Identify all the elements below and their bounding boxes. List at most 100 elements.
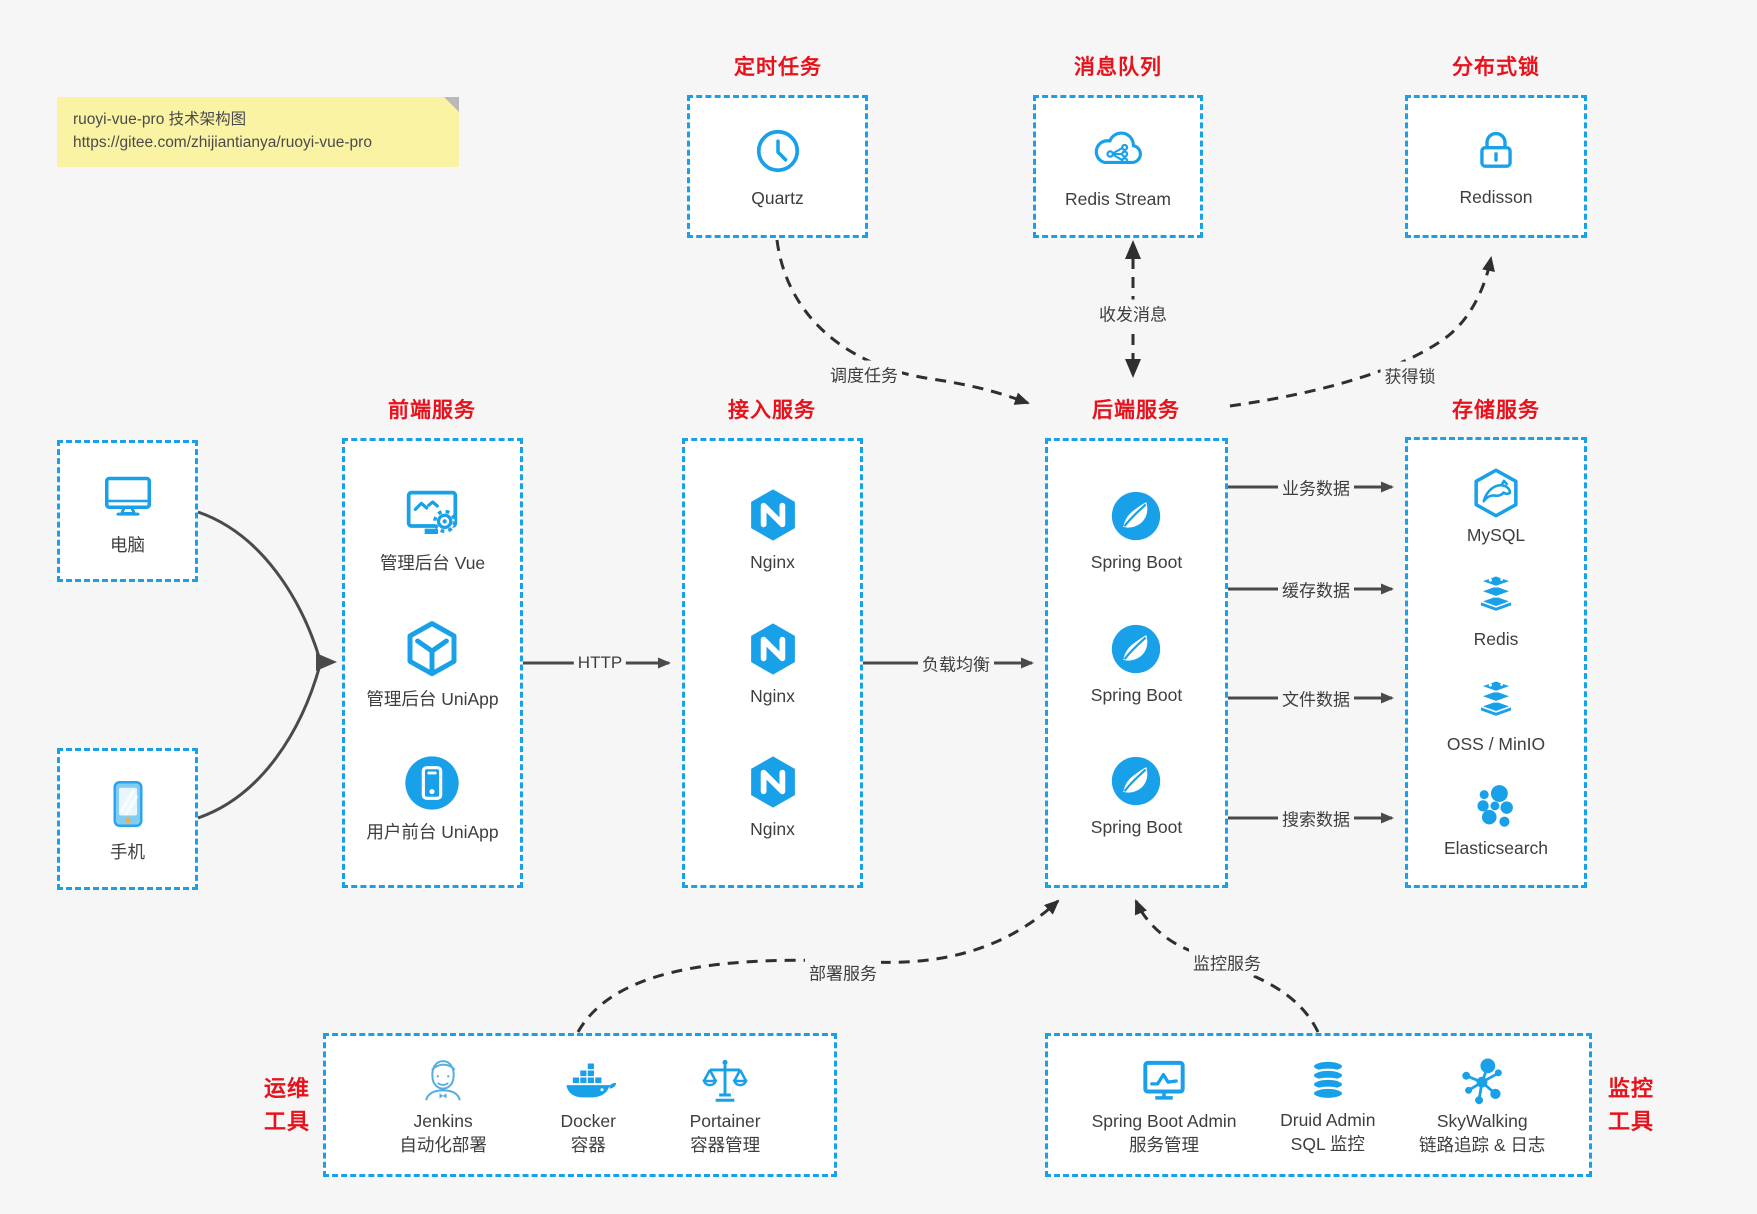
- cloud-stream-icon: [1089, 122, 1147, 180]
- portainer-icon: [697, 1053, 753, 1109]
- node-skywalking: SkyWalking 链路追踪 & 日志: [1419, 1053, 1545, 1157]
- node-admin-uniapp: 管理后台 UniApp: [366, 616, 499, 711]
- node-label: Spring Boot: [1090, 551, 1183, 572]
- database-icon: [1301, 1054, 1355, 1108]
- edge-label-file-data: 文件数据: [1278, 684, 1354, 712]
- spring-icon: [1107, 487, 1165, 545]
- node-desc: 容器管理: [690, 1135, 761, 1155]
- node-label: Spring Boot: [1090, 817, 1183, 838]
- merge-arrowhead: [316, 653, 337, 671]
- node-label: Redis: [1473, 629, 1519, 650]
- node-label: Nginx: [750, 818, 795, 839]
- storage-box: MySQL Redis OSS / MinIO Elasticsearch: [1405, 437, 1587, 888]
- node-label: Nginx: [750, 552, 795, 573]
- quartz-box: Quartz: [687, 95, 868, 238]
- edge-label-lock: 获得锁: [1380, 361, 1440, 389]
- elasticsearch-icon: [1469, 780, 1523, 834]
- monitoring-tools-title: 监控 工具: [1608, 1072, 1654, 1138]
- redisson-box: Redisson: [1405, 95, 1587, 238]
- edge-label-schedule: 调度任务: [826, 360, 902, 388]
- node-desc: SQL 监控: [1290, 1134, 1365, 1154]
- node-label: Redisson: [1459, 187, 1533, 208]
- node-label: 管理后台 UniApp: [366, 688, 499, 709]
- node-spring-boot-admin: Spring Boot Admin 服务管理: [1092, 1053, 1237, 1157]
- edge-phone-to-frontend: [197, 664, 322, 820]
- note-fold-corner: [444, 97, 459, 112]
- note-title: ruoyi-vue-pro 技术架构图: [73, 111, 247, 128]
- node-label: Nginx: [750, 685, 795, 706]
- lock-icon: [1469, 124, 1523, 178]
- mysql-icon: [1468, 465, 1524, 521]
- phone-icon: [99, 775, 157, 833]
- node-portainer: Portainer 容器管理: [690, 1053, 761, 1157]
- edge-schedule-tasks: [775, 239, 1030, 405]
- node-label: 手机: [110, 841, 145, 862]
- node-oss-minio: OSS / MinIO: [1447, 676, 1545, 756]
- admin-vue-icon: [400, 482, 464, 546]
- clock-icon: [750, 123, 806, 179]
- node-name: Portainer: [689, 1111, 761, 1132]
- node-nginx-1: Nginx: [743, 485, 803, 574]
- gateway-box: Nginx Nginx Nginx: [682, 438, 863, 888]
- spring-icon: [1107, 620, 1165, 678]
- group-title-distributed-lock: 分布式锁: [1452, 56, 1540, 79]
- node-springboot-3: Spring Boot: [1091, 752, 1182, 839]
- edge-label-load-balance: 负载均衡: [918, 649, 994, 677]
- node-druid-admin: Druid Admin SQL 监控: [1280, 1054, 1375, 1156]
- nginx-icon: [743, 752, 803, 812]
- node-nginx-3: Nginx: [743, 752, 803, 841]
- monitor-chart-icon: [1136, 1053, 1192, 1109]
- monitoring-title-line2: 工具: [1607, 1109, 1655, 1134]
- topology-icon: [1454, 1053, 1510, 1109]
- node-name: Docker: [560, 1111, 616, 1132]
- edge-label-business-data: 业务数据: [1278, 473, 1354, 501]
- app-circle-icon: [400, 751, 464, 815]
- node-label: MySQL: [1466, 524, 1526, 545]
- node-springboot-1: Spring Boot: [1091, 487, 1182, 574]
- node-user-uniapp: 用户前台 UniApp: [366, 751, 499, 844]
- phone-client-box: 手机: [57, 748, 198, 890]
- edge-pc-to-frontend: [197, 510, 322, 661]
- node-label: Quartz: [751, 188, 804, 209]
- ops-title-line2: 工具: [263, 1109, 311, 1134]
- docker-icon: [560, 1053, 616, 1109]
- node-label: 用户前台 UniApp: [366, 822, 499, 843]
- group-title-backend: 后端服务: [1092, 399, 1180, 422]
- group-title-storage: 存储服务: [1452, 399, 1540, 422]
- redis-stack-icon: [1469, 676, 1523, 730]
- group-title-gateway: 接入服务: [728, 399, 816, 422]
- frontend-box: 管理后台 Vue 管理后台 UniApp 用户前台 UniApp: [342, 438, 523, 888]
- node-name: SkyWalking: [1436, 1111, 1528, 1132]
- node-redis: Redis: [1469, 571, 1523, 651]
- group-title-message-queue: 消息队列: [1074, 56, 1162, 79]
- jenkins-icon: [415, 1053, 471, 1109]
- ops-title-line1: 运维: [263, 1076, 311, 1101]
- node-label: Spring Boot: [1090, 684, 1183, 705]
- ops-tools-title: 运维 工具: [264, 1072, 310, 1138]
- group-title-scheduled-tasks: 定时任务: [734, 56, 822, 79]
- node-mysql: MySQL: [1467, 465, 1525, 547]
- node-jenkins: Jenkins 自动化部署: [399, 1053, 487, 1157]
- node-nginx-2: Nginx: [743, 619, 803, 708]
- nginx-icon: [743, 619, 803, 679]
- ops-box: Jenkins 自动化部署 Docker 容器 Portainer 容器管理: [323, 1033, 837, 1177]
- node-desc: 容器: [570, 1135, 606, 1155]
- pc-client-box: 电脑: [57, 440, 198, 582]
- edge-acquire-lock: [1229, 256, 1495, 408]
- node-desc: 自动化部署: [399, 1135, 487, 1155]
- node-docker: Docker 容器: [560, 1053, 616, 1157]
- node-label: 电脑: [110, 534, 145, 555]
- edge-label-http: HTTP: [573, 652, 627, 674]
- node-name: Spring Boot Admin: [1091, 1111, 1237, 1132]
- node-desc: 服务管理: [1129, 1135, 1200, 1155]
- edge-label-deploy: 部署服务: [805, 958, 881, 986]
- nginx-icon: [743, 485, 803, 545]
- messaging-arrowhead-down: [1125, 359, 1141, 378]
- redis-stream-box: Redis Stream: [1033, 95, 1203, 238]
- backend-box: Spring Boot Spring Boot Spring Boot: [1045, 438, 1228, 888]
- edge-label-search-data: 搜索数据: [1278, 804, 1354, 832]
- node-label: OSS / MinIO: [1446, 733, 1546, 754]
- redis-stack-icon: [1469, 571, 1523, 625]
- node-name: Jenkins: [413, 1111, 473, 1132]
- spring-icon: [1107, 752, 1165, 810]
